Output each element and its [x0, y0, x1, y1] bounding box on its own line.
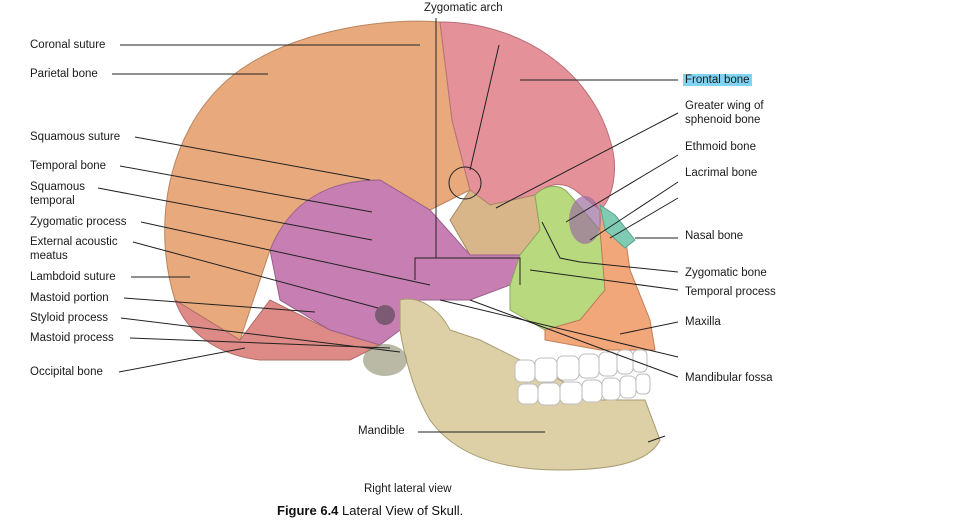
- frontal-bone-highlight: Frontal bone: [683, 74, 752, 86]
- nasal-bone-shape: [599, 203, 636, 249]
- external-acoustic-meatus-shape: [375, 305, 395, 325]
- label-zygomatic-bone: Zygomatic bone: [685, 267, 767, 279]
- label-mastoid-portion: Mastoid portion: [30, 292, 109, 304]
- label-nasal-bone: Nasal bone: [685, 230, 744, 242]
- figure-number: Figure 6.4: [277, 503, 339, 518]
- label-lacrimal-bone: Lacrimal bone: [685, 167, 758, 179]
- label-squamous-suture: Squamous suture: [30, 131, 121, 143]
- label-temporal-process: Temporal process: [685, 286, 776, 298]
- figure-caption: Figure 6.4 Lateral View of Skull.: [277, 503, 463, 518]
- label-lambdoid-suture: Lambdoid suture: [30, 271, 116, 283]
- label-styloid-process: Styloid process: [30, 312, 108, 324]
- label-occipital-bone: Occipital bone: [30, 366, 103, 378]
- leader-lines: [97, 18, 679, 443]
- label-squamous-temporal: Squamous temporal: [30, 181, 85, 207]
- label-zygomatic-arch: Zygomatic arch: [424, 2, 503, 14]
- label-temporal-bone: Temporal bone: [30, 160, 107, 172]
- label-zygomatic-process: Zygomatic process: [30, 216, 127, 228]
- label-ethmoid-bone: Ethmoid bone: [685, 141, 756, 153]
- label-parietal-bone: Parietal bone: [30, 68, 98, 80]
- label-external-acoustic-meatus: External acoustic meatus: [30, 236, 118, 262]
- orbit-shape: [569, 196, 601, 244]
- label-frontal-bone: Frontal bone: [683, 73, 752, 87]
- label-mandible: Mandible: [358, 425, 405, 437]
- view-caption: Right lateral view: [364, 483, 452, 495]
- figure-title: Lateral View of Skull.: [342, 503, 464, 518]
- mastoid-process-shape: [363, 344, 407, 376]
- label-mandibular-fossa: Mandibular fossa: [685, 372, 773, 384]
- label-greater-wing-sphenoid: Greater wing of sphenoid bone: [685, 100, 764, 126]
- label-mastoid-process: Mastoid process: [30, 332, 114, 344]
- teeth: [514, 349, 651, 406]
- zygomatic-arch-marker: [448, 166, 482, 200]
- label-coronal-suture: Coronal suture: [30, 39, 106, 51]
- label-maxilla: Maxilla: [685, 316, 721, 328]
